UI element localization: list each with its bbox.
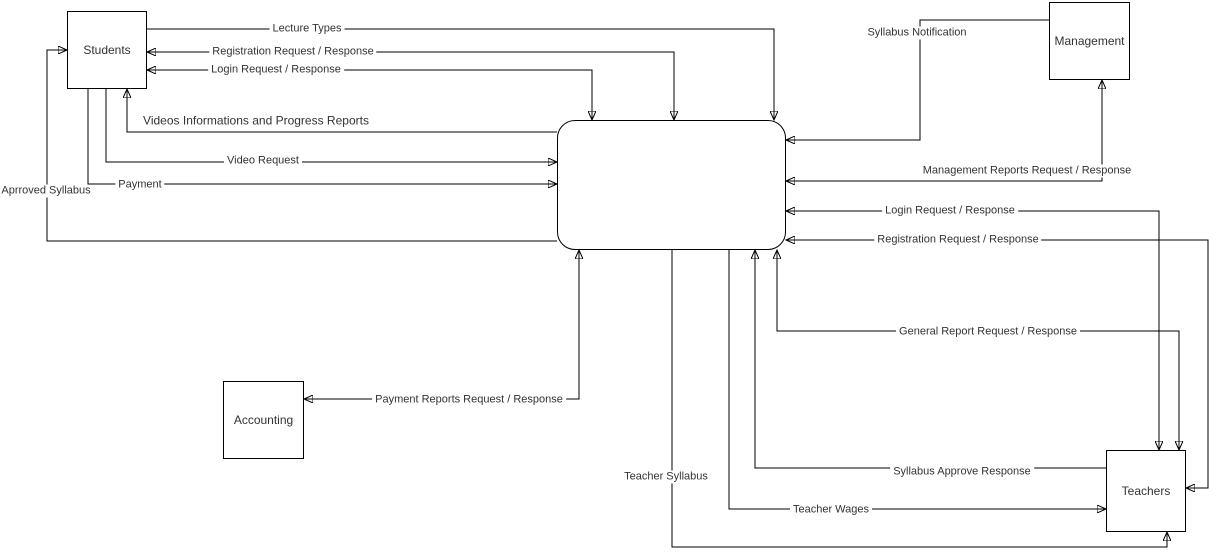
node-accounting-label: Accounting — [233, 413, 294, 427]
edge-label-payment: Payment — [115, 178, 165, 192]
node-teachers[interactable]: Teachers — [1106, 450, 1186, 532]
edge-management-reports — [786, 80, 1102, 181]
edge-label-payment-reports: Payment Reports Request / Response — [372, 393, 566, 407]
node-students[interactable]: Students — [67, 11, 147, 89]
edge-label-registration-students: Registration Request / Response — [209, 45, 377, 59]
edge-teacher-wages — [728, 250, 1106, 509]
edge-label-teacher-wages: Teacher Wages — [789, 503, 873, 517]
edge-label-videos-informations: Videos Informations and Progress Reports — [140, 114, 372, 128]
edge-label-approved-syllabus: Aprroved Syllabus — [0, 184, 94, 198]
edge-videos-informations — [127, 89, 557, 133]
edge-label-management-reports: Management Reports Request / Response — [919, 164, 1135, 178]
node-students-label: Students — [83, 43, 131, 57]
edge-syllabus-approve — [755, 250, 1106, 469]
edge-label-syllabus-approve: Syllabus Approve Response — [890, 465, 1034, 479]
edge-label-registration-teachers: Registration Request / Response — [874, 233, 1042, 247]
edge-lecture-types — [147, 28, 774, 120]
edge-payment-reports — [304, 250, 579, 399]
edge-payment — [87, 89, 557, 184]
edge-label-syllabus-notification: Syllabus Notification — [864, 26, 970, 40]
edge-label-teacher-syllabus: Teacher Syllabus — [621, 470, 711, 484]
edge-label-general-report: General Report Request / Response — [896, 325, 1080, 339]
node-management[interactable]: Management — [1049, 2, 1130, 80]
node-process[interactable] — [557, 120, 786, 250]
node-accounting[interactable]: Accounting — [223, 381, 304, 459]
edge-label-lecture-types: Lecture Types — [269, 22, 345, 36]
edge-label-video-request: Video Request — [224, 154, 302, 168]
node-management-label: Management — [1054, 34, 1125, 48]
node-teachers-label: Teachers — [1121, 484, 1171, 498]
edge-label-login-students: Login Request / Response — [208, 63, 344, 77]
edge-general-report — [777, 250, 1179, 450]
edge-label-login-teachers: Login Request / Response — [882, 204, 1018, 218]
edge-video-request — [105, 89, 557, 162]
edge-login-students — [147, 70, 592, 120]
edge-teacher-syllabus — [671, 250, 1167, 548]
edge-registration-students — [147, 52, 674, 120]
edge-approved-syllabus — [46, 50, 557, 242]
